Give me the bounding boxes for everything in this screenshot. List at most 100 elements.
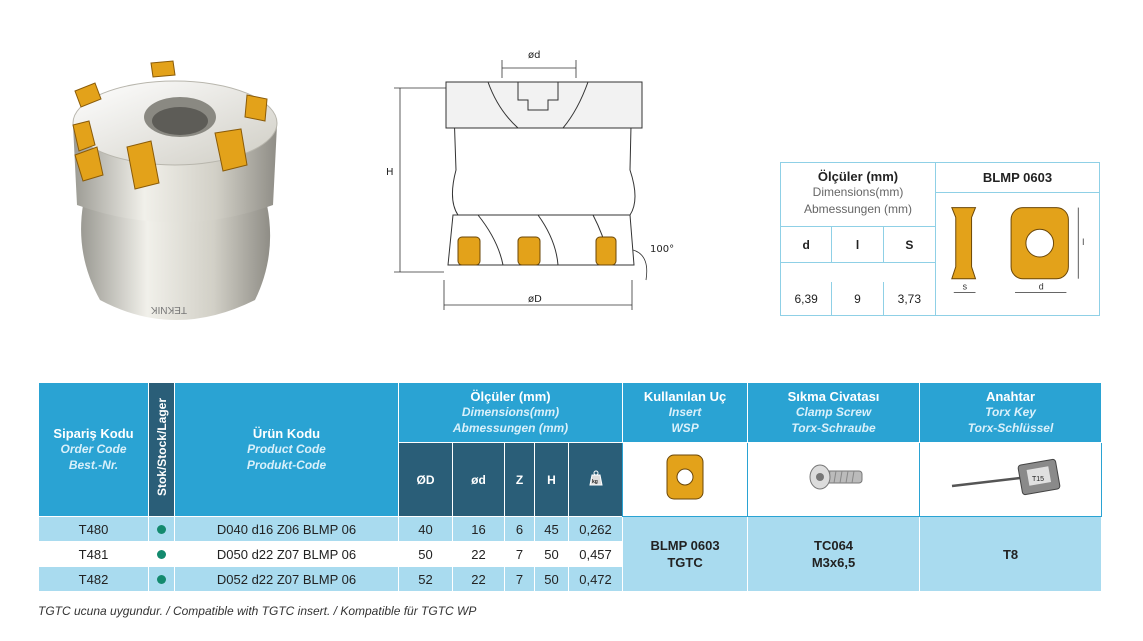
in-stock-icon [157,524,166,534]
wrench-value-cell: T8 [919,516,1103,592]
insert-diagram: s d l [951,207,1084,293]
product-code-cell: D040 d16 Z06 BLMP 06 [174,516,399,542]
dimension-h-label: H [386,167,394,178]
insert-value-s: 3,73 [897,291,921,306]
in-stock-icon [157,549,166,559]
stock-header-text: Stok/Stock/Lager [155,398,169,496]
weight-icon: kg [588,470,603,486]
insert-dimensions-grid: d l S 6,39 9 3,73 [781,227,935,315]
weight-icon-text: kg [592,479,598,485]
insert-dimensions-title: Ölçüler (mm) [817,169,899,184]
insert-name: BLMP 0603 [936,163,1099,193]
wrench-title: Anahtar [985,389,1036,404]
dimensions-title: Ölçüler (mm) [470,389,551,404]
insert-dimensions-title-en: Dimensions(mm) [812,185,904,199]
clamp-screw-en: Clamp Screw [795,405,872,419]
col-header-height: H [534,442,569,517]
insert-value-d: 6,39 [781,282,833,315]
insert-diagram-panel: BLMP 0603 s d l [936,163,1099,315]
insert-value-l: 9 [832,282,884,315]
stock-cell [148,566,175,592]
product-code-en: Product Code [247,442,326,456]
product-table: Sipariş Kodu Order Code Best.-Nr. Stok/S… [38,382,1103,592]
insert-dimensions-title-de: Abmessungen (mm) [803,202,913,216]
col-header-weight: kg [567,442,624,517]
weight-cell: 0,472 [567,566,624,592]
product-code-cell: D050 d22 Z07 BLMP 06 [174,541,399,567]
table-row: T480 D040 d16 Z06 BLMP 06 40 16 6 45 0,2… [38,516,1103,592]
wrench-image-cell: T15 [919,442,1103,517]
insert-value-grade: TGTC [667,555,703,570]
dimensions-header: Ölçüler (mm) Dimensions(mm) Abmessungen … [397,382,624,443]
height-cell: 45 [534,516,569,542]
torx-key-label: T15 [1032,476,1044,483]
table-row: T481 D050 d22 Z07 BLMP 06 50 22 7 50 0,4… [38,541,1102,567]
brand-engraving: TEKNIK [151,304,187,315]
insert-d-label: d [1039,282,1044,292]
order-code-cell: T481 [38,541,149,567]
product-code-header: Ürün Kodu Product Code Produkt-Code [174,382,399,517]
outer-diameter-cell: 52 [398,566,453,592]
screw-value-cell: TC064 M3x6,5 [747,516,921,592]
order-code-title: Sipariş Kodu [53,426,134,441]
height-cell: 50 [534,566,569,592]
insert-header-l: l [832,227,884,263]
stock-cell [148,516,175,542]
dimensions-de: Abmessungen (mm) [452,421,569,435]
insert-title: Kullanılan Uç [643,389,727,404]
dimension-d-label: ød [528,50,540,61]
product-code-cell: D052 d22 Z07 BLMP 06 [174,566,399,592]
insert-dimensions-header: Ölçüler (mm) Dimensions(mm) Abmessungen … [781,163,935,227]
col-header-outer-diameter: ØD [398,442,453,517]
screw-value-code: TC064 [814,538,854,553]
teeth-cell: 7 [504,566,535,592]
stock-header-rest: /Stock/Lager [154,397,169,470]
clamp-screw-de: Torx-Schraube [791,421,876,435]
insert-de: WSP [671,421,699,435]
insert-value-name: BLMP 0603 [650,538,720,553]
weight-cell: 0,457 [567,541,624,567]
screw-image-cell [747,442,921,517]
screw-image [809,464,863,490]
clamp-screw-header: Sıkma Civatası Clamp Screw Torx-Schraube [747,382,921,443]
col-header-teeth: Z [504,442,535,517]
insert-dimensions-box: Ölçüler (mm) Dimensions(mm) Abmessungen … [780,162,1100,316]
outer-diameter-cell: 50 [398,541,453,567]
teeth-cell: 6 [504,516,535,542]
product-code-de: Produkt-Code [246,458,327,472]
height-cell: 50 [534,541,569,567]
order-code-cell: T480 [38,516,149,542]
insert-image [666,454,704,500]
teeth-cell: 7 [504,541,535,567]
torx-key-image: T15 [951,458,1060,496]
insert-image-cell [622,442,749,517]
dimension-d-outer-label: øD [528,294,542,305]
bore-diameter-cell: 22 [452,566,505,592]
insert-header-d: d [781,227,833,263]
col-header-bore-diameter: ød [452,442,505,517]
outer-diameter-cell: 40 [398,516,453,542]
order-code-de: Best.-Nr. [68,458,119,472]
insert-s-label: s [963,282,968,292]
wrench-de: Torx-Schlüssel [967,421,1054,435]
technical-drawing: ød H øD 100° [386,50,674,310]
bore-diameter-cell: 22 [452,541,505,567]
order-code-cell: T482 [38,566,149,592]
product-code-title: Ürün Kodu [252,426,321,441]
wrench-header: Anahtar Torx Key Torx-Schlüssel [919,382,1103,443]
table-row: T482 D052 d22 Z07 BLMP 06 52 22 7 50 0,4… [38,566,1102,592]
stock-cell [148,541,175,567]
footnote: TGTC ucuna uygundur. / Compatible with T… [38,604,477,618]
screw-value-size: M3x6,5 [811,555,856,570]
insert-en: Insert [668,405,702,419]
dimensions-en: Dimensions(mm) [461,405,560,419]
weight-cell: 0,262 [567,516,624,542]
order-code-en: Order Code [60,442,127,456]
bore-diameter-cell: 16 [452,516,505,542]
insert-dimensions-table: Ölçüler (mm) Dimensions(mm) Abmessungen … [781,163,936,315]
insert-value-cell: BLMP 0603 TGTC [622,516,749,592]
in-stock-icon [157,574,166,584]
wrench-en: Torx Key [985,405,1036,419]
stock-header: Stok/Stock/Lager [148,382,175,517]
stock-header-tr: Stok [154,470,169,497]
